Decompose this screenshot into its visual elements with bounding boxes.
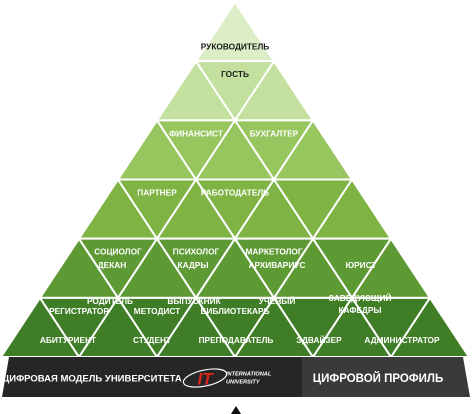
- pyramid-label-r6-6: БИБЛИОТЕКАРЬ: [200, 306, 269, 316]
- logo-orbit-icon: [182, 368, 228, 388]
- pyramid-role-label-6: ВЫПУСКНИК: [167, 296, 221, 306]
- pyramid-label-r2-2: ГОСТЬ: [221, 69, 249, 79]
- pyramid-role-label-8: ЗАВЕДУЮЩИЙ: [329, 292, 392, 303]
- pyramid-label-r4-4: РАБОТОДАТЕЛЬ: [201, 187, 269, 197]
- logo-mark: IT: [197, 369, 214, 388]
- pyramid-role-label-4: ЮРИСТ: [346, 260, 377, 270]
- pyramid-label-r3-4: БУХГАЛТЕР: [250, 128, 299, 138]
- university-logo: IT INTERNATIONAL UNIVERSITY: [182, 368, 272, 388]
- bottom-arrow-icon: [231, 406, 241, 414]
- pyramid-label-r5-4: ПСИХОЛОГ: [173, 247, 220, 257]
- pyramid-cell-r1-1: [195, 1, 275, 63]
- banner-right-panel: [302, 357, 470, 397]
- pyramid-role-label-3: АРХИВАРИУС: [249, 260, 306, 270]
- pyramid-role-label-5: РОДИТЕЛЬ: [87, 296, 133, 306]
- pyramid-role-label-7: УЧЕНЫЙ: [259, 295, 296, 306]
- banner-left-panel: [2, 357, 302, 397]
- pyramid-label-r6-4: МЕТОДИСТ: [134, 306, 180, 316]
- pyramid-label-r6-2: РЕГИСТРАТОР: [49, 306, 109, 316]
- pyramid-role-label-10: АБИТУРИЕНТ: [40, 335, 96, 345]
- banner: ЦИФРОВАЯ МОДЕЛЬ УНИВЕРСИТЕТА IT INTERNAT…: [2, 357, 470, 397]
- banner-left-title: ЦИФРОВАЯ МОДЕЛЬ УНИВЕРСИТЕТА: [2, 374, 182, 385]
- pyramid-role-label-1: ДЕКАН: [98, 260, 127, 270]
- pyramid-role-label-2: КАДРЫ: [178, 260, 209, 270]
- pyramid-role-label-11: СТУДЕНТ: [133, 335, 171, 345]
- pyramid-label-r3-2: ФИНАНСИСТ: [169, 128, 223, 138]
- pyramid-role-label-9: КАФЕДРЫ: [338, 305, 381, 315]
- pyramid-cells: [0, 1, 470, 358]
- pyramid-role-label-12: ПРЕПОДАВАТЕЛЬ: [199, 335, 274, 345]
- pyramid-label-r5-2: СОЦИОЛОГ: [94, 247, 142, 257]
- pyramid-role-label-13: ЭДВАЙЗЕР: [296, 334, 342, 345]
- pyramid-label-r1-1: РУКОВОДИТЕЛЬ: [201, 42, 270, 52]
- pyramid-label-r4-2: ПАРТНЕР: [137, 187, 177, 197]
- logo-line-2: UNIVERSITY: [226, 379, 261, 385]
- pyramid-label-r5-6: МАРКЕТОЛОГ: [245, 247, 302, 257]
- banner-right-title: ЦИФРОВОЙ ПРОФИЛЬ: [313, 372, 444, 385]
- logo-line-1: INTERNATIONAL: [226, 371, 272, 377]
- pyramid-role-label-14: АДМИНИСТРАТОР: [364, 335, 440, 345]
- pyramid-labels: РУКОВОДИТЕЛЬ ГОСТЬ ФИНАНСИСТ БУХГАЛТЕР ПАРТН…: [40, 42, 440, 346]
